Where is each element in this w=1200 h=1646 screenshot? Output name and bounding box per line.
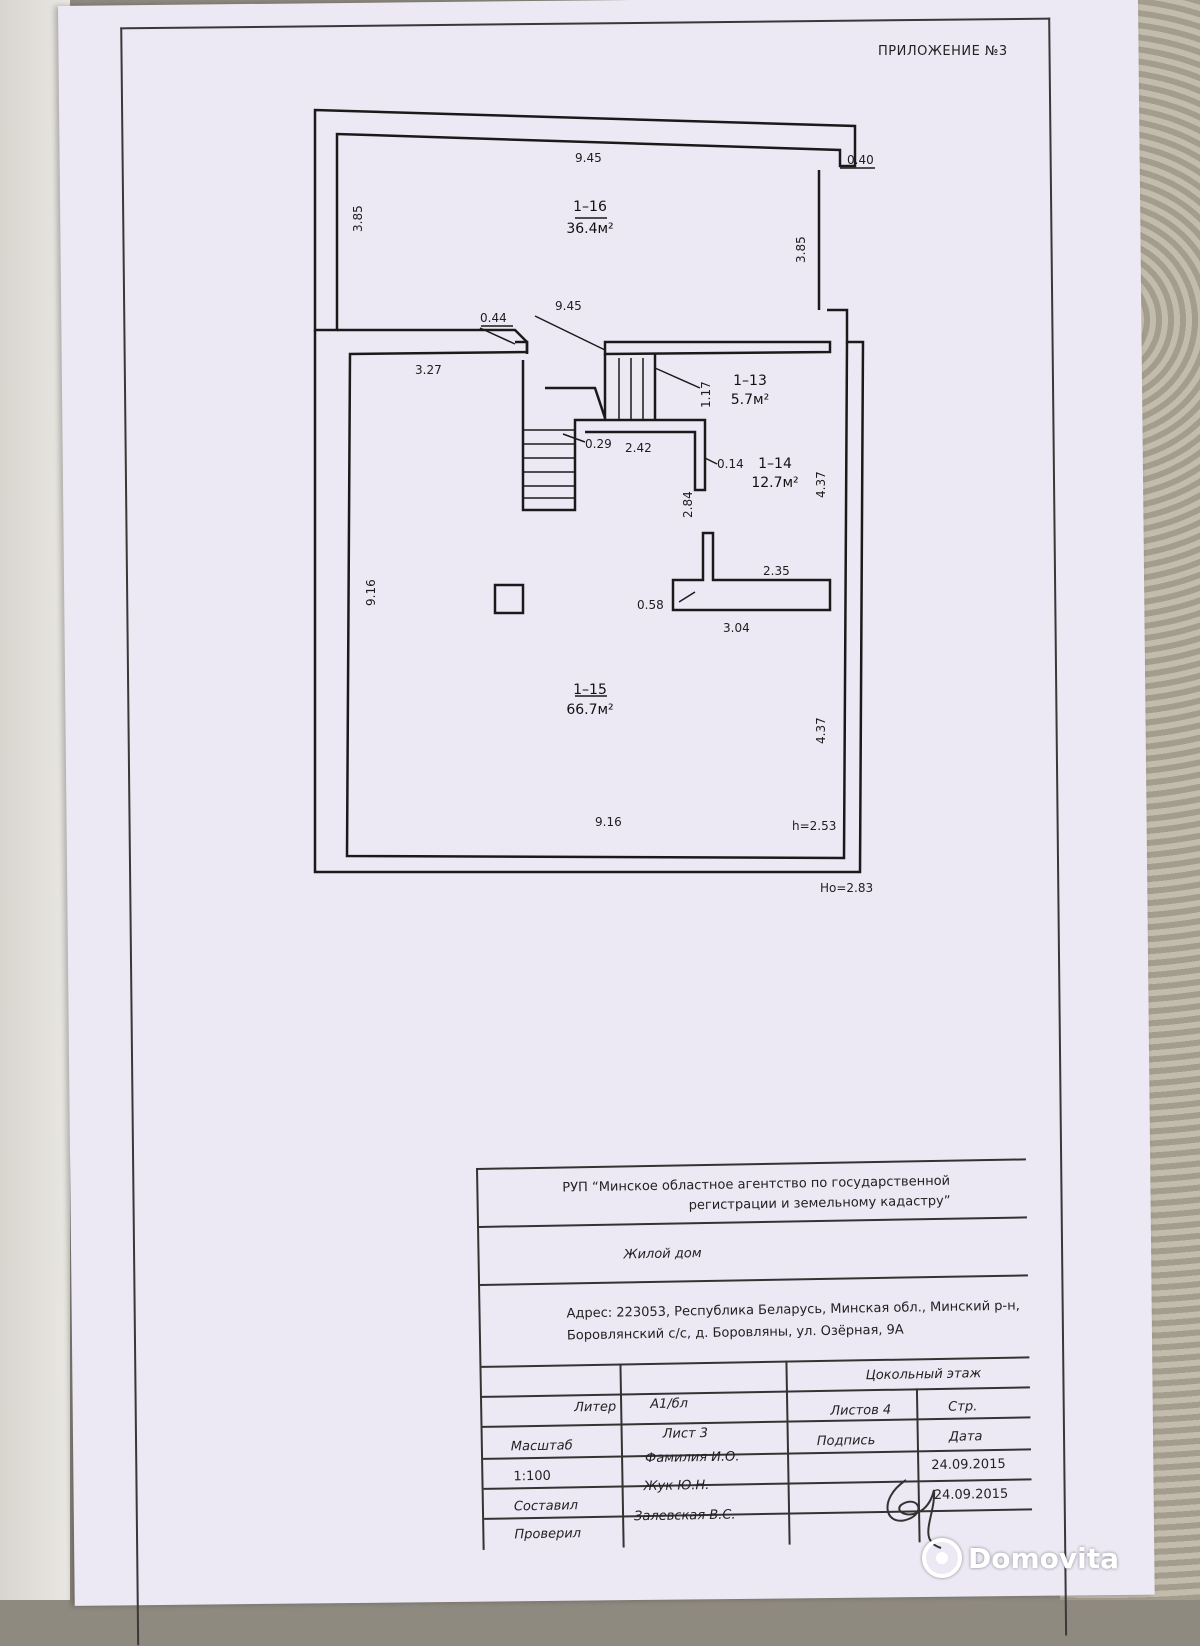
dim-117: 1.17 <box>699 381 713 408</box>
dim-235: 2.35 <box>763 564 790 578</box>
dim-284: 2.84 <box>681 491 695 518</box>
title-block-address-row <box>480 1274 1030 1368</box>
dim-left-height-main: 9.16 <box>364 579 378 606</box>
checked-label: Проверил <box>514 1526 582 1543</box>
sheets-label: Листов 4 <box>830 1402 892 1419</box>
dim-014: 0.14 <box>717 457 744 471</box>
floor-name: Цокольный этаж <box>865 1366 982 1384</box>
floor-plan: 1–16 36.4м² 1–13 5.7м² 1–14 12.7м² 1–15 … <box>313 108 875 895</box>
dim-058: 0.58 <box>637 598 664 612</box>
dim-ho: Hо=2.83 <box>820 881 873 895</box>
appendix-label: ПРИЛОЖЕНИЕ №3 <box>878 44 1008 59</box>
room-1-13-id: 1–13 <box>733 373 767 389</box>
scale-label: Масштаб <box>510 1438 573 1455</box>
signature-scribble <box>886 1479 942 1549</box>
dim-left-height-top: 3.85 <box>351 205 365 232</box>
dim-029: 0.29 <box>585 437 612 451</box>
checked-name: Залевская В.С. <box>633 1507 736 1525</box>
dim-bottom-width: 9.16 <box>595 815 622 829</box>
room-1-15-id: 1–15 <box>573 682 607 698</box>
room-1-14-area: 12.7м² <box>751 475 798 491</box>
watermark-text: Domovita <box>968 1541 1120 1575</box>
watermark-logo-icon <box>922 1538 962 1578</box>
date-label: Дата <box>948 1429 983 1445</box>
dim-top-ledge: 0.40 <box>847 153 874 167</box>
dim-242: 2.42 <box>625 441 652 455</box>
signature-label: Подпись <box>816 1433 876 1450</box>
room-1-14-id: 1–14 <box>758 456 792 472</box>
object-name: Жилой дом <box>623 1246 702 1263</box>
room-1-16-area: 36.4м² <box>566 221 613 237</box>
room-1-16-id: 1–16 <box>573 199 607 215</box>
dim-mid-width: 9.45 <box>555 299 582 313</box>
dim-437-b: 4.37 <box>814 717 828 744</box>
dim-top-width: 9.45 <box>575 151 602 165</box>
dim-327: 3.27 <box>415 363 442 377</box>
room-1-13-area: 5.7м² <box>731 392 769 408</box>
background-left <box>0 0 70 1600</box>
dim-437-a: 4.37 <box>814 471 828 498</box>
room-1-15-area: 66.7м² <box>566 702 613 718</box>
dim-right-height-top: 3.85 <box>794 236 808 263</box>
dim-044: 0.44 <box>480 311 507 325</box>
dim-ceiling-height: h=2.53 <box>792 819 836 833</box>
compiled-label: Составил <box>513 1498 579 1515</box>
watermark: Domovita <box>922 1538 1119 1578</box>
scale-value: 1:100 <box>513 1468 551 1485</box>
page-label: Стр. <box>948 1399 978 1415</box>
dim-304: 3.04 <box>723 621 750 635</box>
